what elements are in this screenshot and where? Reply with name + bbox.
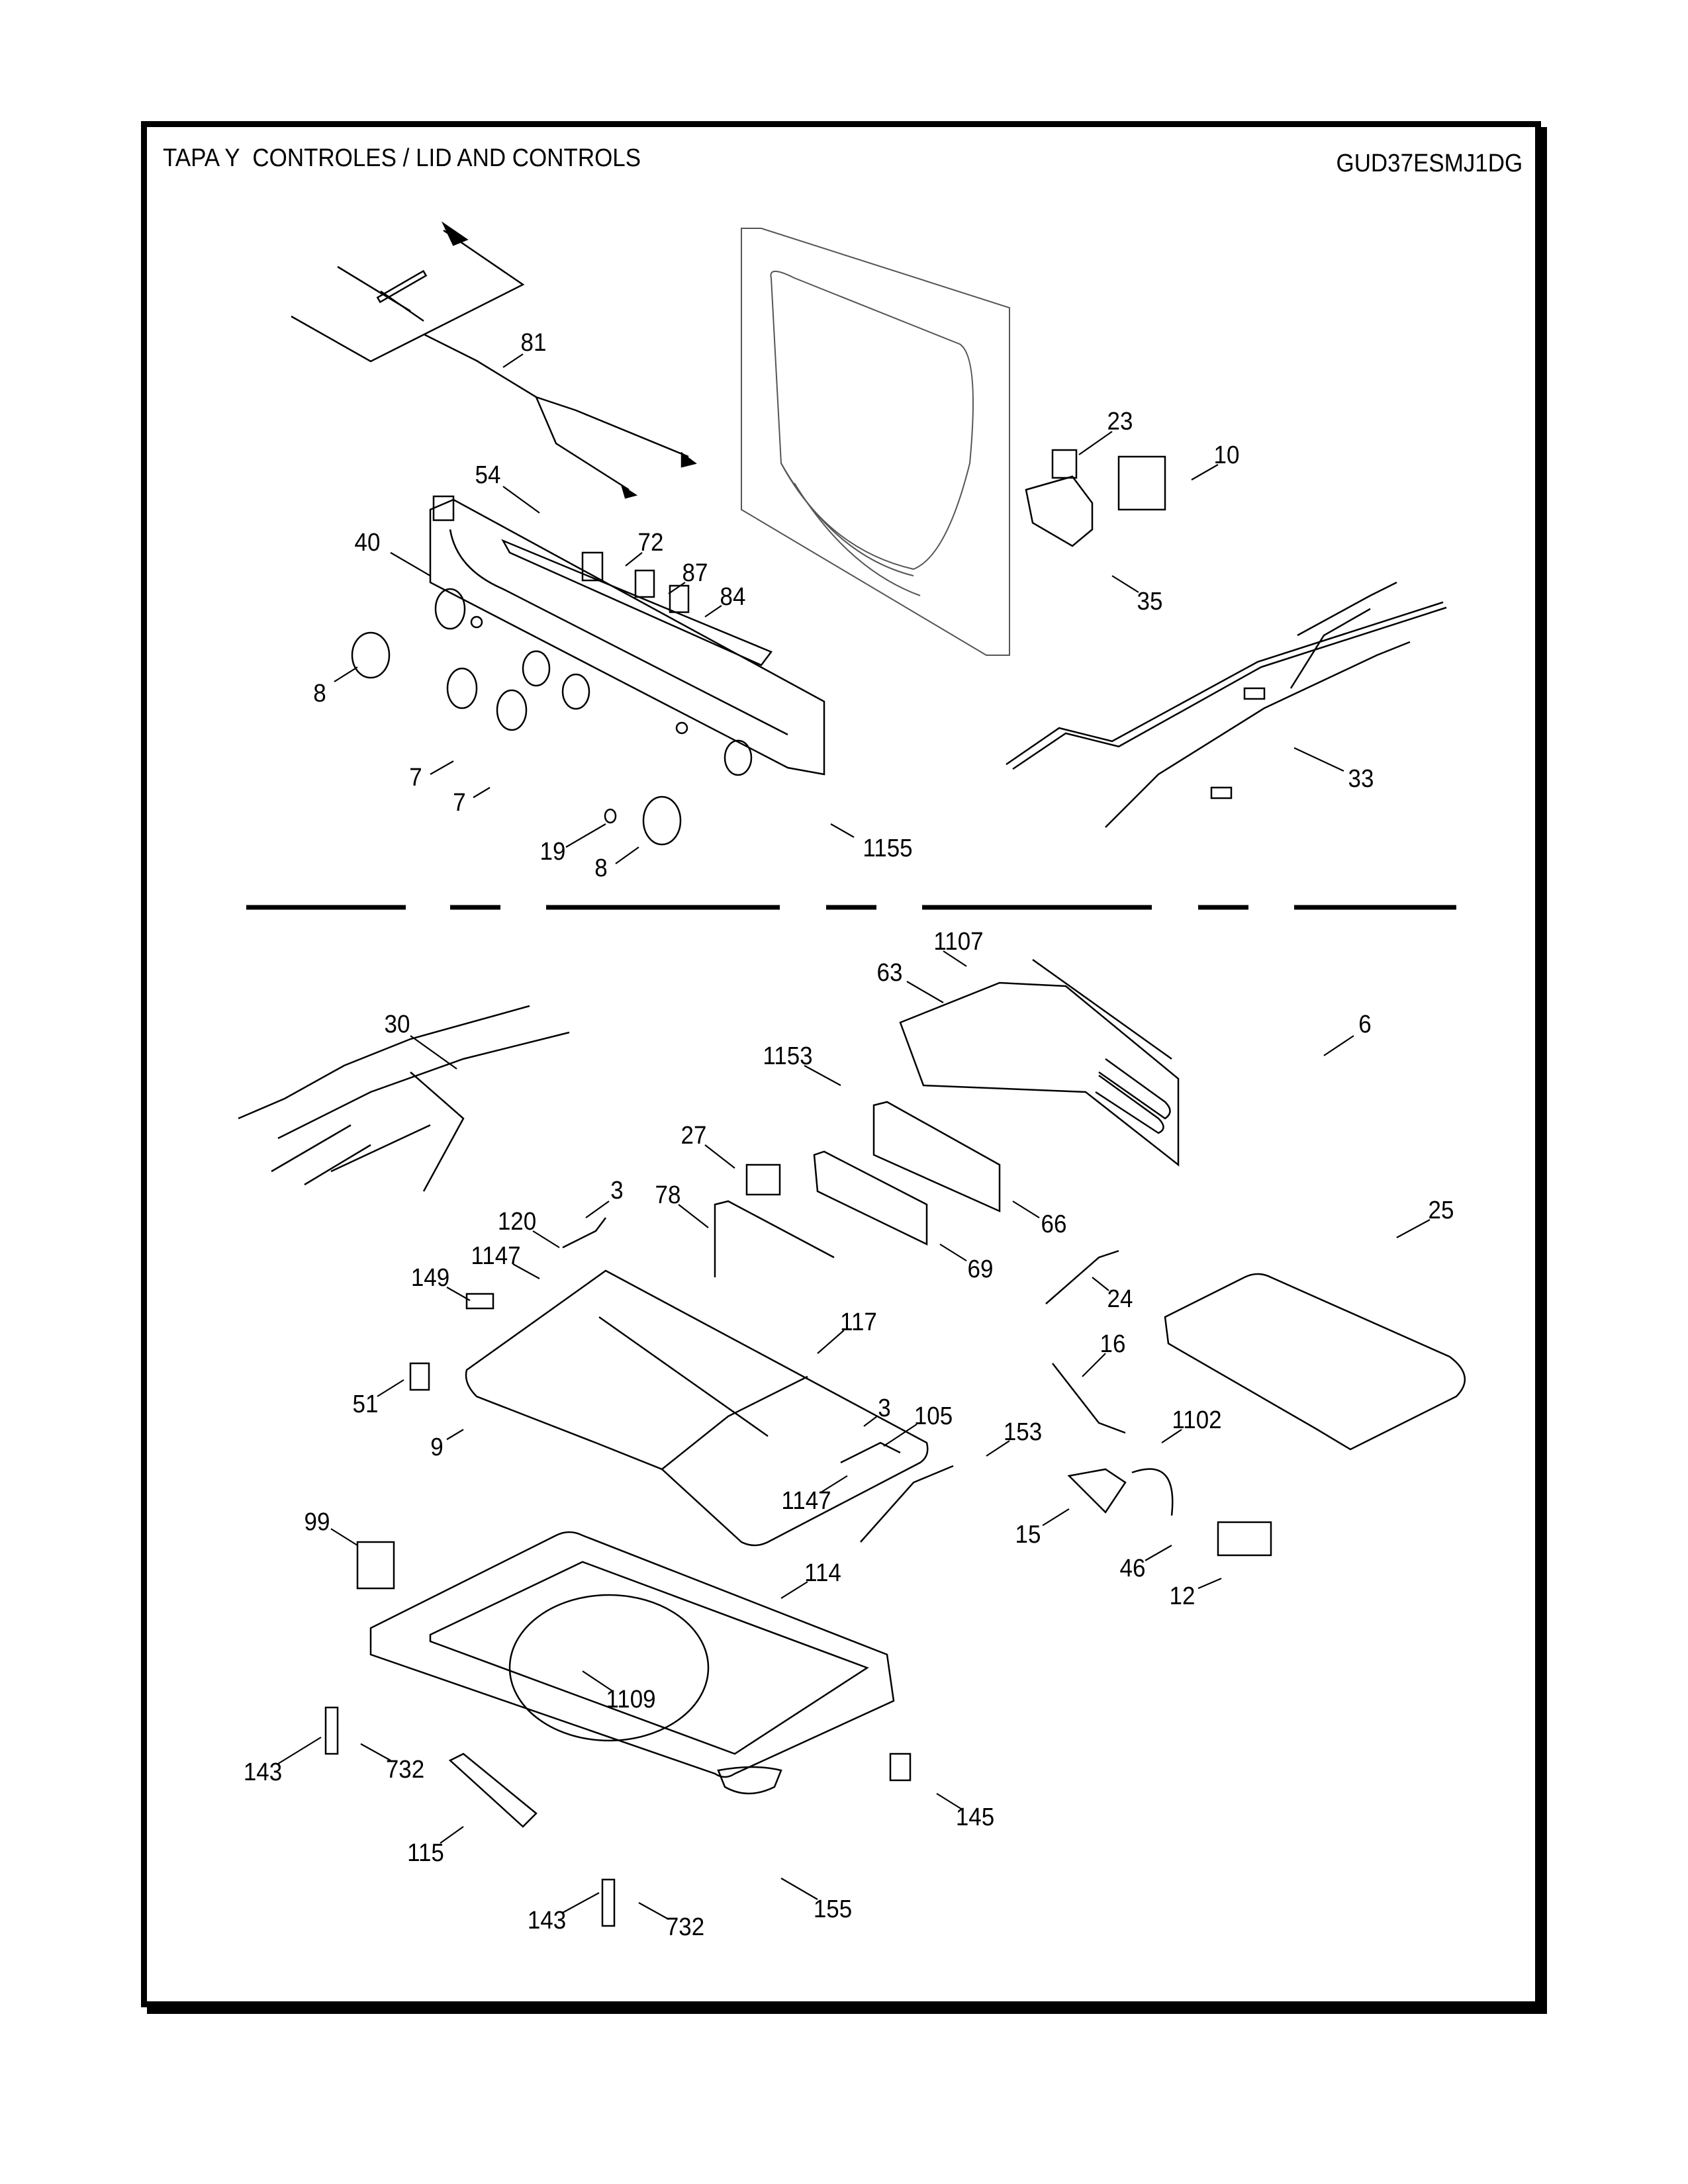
callout-66[interactable]: 66 bbox=[1041, 1210, 1067, 1238]
hinge-143b bbox=[601, 1878, 616, 1927]
model-number: GUD37ESMJ1DG bbox=[1336, 150, 1523, 177]
switch-23 bbox=[1051, 449, 1078, 479]
pressure-switch-27 bbox=[745, 1163, 781, 1196]
callout-10[interactable]: 10 bbox=[1213, 441, 1240, 469]
callout-27[interactable]: 27 bbox=[680, 1122, 707, 1150]
callout-35[interactable]: 35 bbox=[1137, 588, 1163, 615]
cap-155 bbox=[717, 1766, 782, 1795]
callout-145[interactable]: 145 bbox=[955, 1803, 995, 1831]
callout-78[interactable]: 78 bbox=[655, 1181, 681, 1209]
hinge-143a bbox=[324, 1706, 339, 1755]
callout-12[interactable]: 12 bbox=[1169, 1582, 1196, 1610]
callout-16[interactable]: 16 bbox=[1100, 1330, 1126, 1358]
knob-7-a bbox=[446, 667, 478, 709]
callout-1147[interactable]: 1147 bbox=[781, 1487, 831, 1515]
callout-1109[interactable]: 1109 bbox=[606, 1686, 656, 1713]
spring-153 bbox=[860, 1465, 954, 1543]
wire-24 bbox=[1045, 1250, 1119, 1304]
timer-10 bbox=[1117, 455, 1166, 511]
callout-8[interactable]: 8 bbox=[594, 854, 608, 882]
wire-harness-33 bbox=[1006, 581, 1447, 828]
top-cover-114 bbox=[369, 1531, 895, 1778]
control-panel-40 bbox=[429, 498, 825, 776]
diagram-frame bbox=[141, 121, 1541, 2007]
callout-1147[interactable]: 1147 bbox=[471, 1242, 521, 1270]
callout-81[interactable]: 81 bbox=[520, 329, 547, 357]
callout-9[interactable]: 9 bbox=[430, 1433, 444, 1461]
callout-8[interactable]: 8 bbox=[313, 680, 326, 707]
callout-46[interactable]: 46 bbox=[1119, 1555, 1146, 1582]
callout-1102[interactable]: 1102 bbox=[1172, 1406, 1222, 1434]
callout-120[interactable]: 120 bbox=[497, 1208, 537, 1236]
knob-7-b bbox=[496, 689, 528, 731]
callout-7[interactable]: 7 bbox=[453, 789, 466, 817]
switch-72 bbox=[581, 551, 604, 582]
callout-87[interactable]: 87 bbox=[682, 559, 708, 587]
control-box-63 bbox=[899, 981, 1180, 1167]
callout-72[interactable]: 72 bbox=[637, 529, 664, 557]
callout-732[interactable]: 732 bbox=[665, 1913, 705, 1941]
switch-84 bbox=[669, 584, 690, 614]
button-19 bbox=[604, 808, 617, 824]
callout-117[interactable]: 117 bbox=[840, 1308, 877, 1336]
callout-19[interactable]: 19 bbox=[539, 838, 566, 866]
dispenser-25 bbox=[1164, 1273, 1466, 1451]
diagram-title: TAPA Y CONTROLES / LID AND CONTROLS bbox=[163, 144, 641, 172]
hinge-pin-120 bbox=[562, 1217, 606, 1249]
switch-54 bbox=[432, 495, 455, 522]
callout-23[interactable]: 23 bbox=[1107, 408, 1133, 435]
callout-15[interactable]: 15 bbox=[1015, 1521, 1041, 1549]
callout-33[interactable]: 33 bbox=[1348, 765, 1374, 793]
callout-7[interactable]: 7 bbox=[409, 764, 422, 792]
callout-25[interactable]: 25 bbox=[1428, 1197, 1454, 1224]
heater-6 bbox=[1032, 958, 1172, 1134]
board-bracket-66 bbox=[872, 1101, 1001, 1212]
frame-shadow-bottom bbox=[147, 2007, 1547, 2014]
knob-8-bottom bbox=[642, 796, 682, 846]
water-valve-12 bbox=[1217, 1521, 1272, 1557]
callout-732[interactable]: 732 bbox=[385, 1756, 425, 1784]
callout-1153[interactable]: 1153 bbox=[763, 1042, 813, 1070]
callout-63[interactable]: 63 bbox=[876, 959, 903, 987]
callout-115[interactable]: 115 bbox=[407, 1839, 444, 1867]
hinge-bracket-145 bbox=[889, 1752, 912, 1782]
knob-8-top bbox=[351, 631, 391, 679]
callout-114[interactable]: 114 bbox=[804, 1559, 841, 1587]
callout-6[interactable]: 6 bbox=[1358, 1011, 1372, 1038]
callout-3[interactable]: 3 bbox=[878, 1394, 891, 1422]
callout-30[interactable]: 30 bbox=[384, 1011, 410, 1038]
cable-78 bbox=[714, 1200, 835, 1277]
callout-54[interactable]: 54 bbox=[475, 461, 501, 489]
filter-115 bbox=[448, 1752, 538, 1828]
bracket-35 bbox=[1025, 475, 1094, 547]
callout-3[interactable]: 3 bbox=[610, 1177, 624, 1205]
callout-24[interactable]: 24 bbox=[1107, 1285, 1133, 1313]
callout-1155[interactable]: 1155 bbox=[863, 835, 913, 862]
back-panel bbox=[741, 228, 1010, 656]
callout-84[interactable]: 84 bbox=[720, 583, 746, 611]
leader-lines bbox=[277, 353, 1430, 1920]
wire-harness-30 bbox=[238, 1005, 570, 1192]
wire-harness-81 bbox=[291, 221, 697, 499]
hinge-rod-105 bbox=[840, 1441, 901, 1464]
callout-143[interactable]: 143 bbox=[243, 1758, 283, 1786]
callout-69[interactable]: 69 bbox=[967, 1255, 994, 1283]
callout-40[interactable]: 40 bbox=[354, 529, 381, 557]
control-board-69 bbox=[813, 1150, 928, 1246]
callout-51[interactable]: 51 bbox=[352, 1390, 379, 1418]
callout-153[interactable]: 153 bbox=[1003, 1418, 1043, 1446]
bumper-149 bbox=[465, 1293, 494, 1310]
switch-87 bbox=[634, 569, 655, 598]
frame-shadow-right bbox=[1541, 127, 1547, 2014]
callout-99[interactable]: 99 bbox=[304, 1508, 330, 1536]
ground-wire-16 bbox=[1052, 1363, 1126, 1434]
clip-51 bbox=[409, 1362, 430, 1391]
callout-143[interactable]: 143 bbox=[527, 1907, 567, 1934]
lid-lock-99 bbox=[356, 1541, 395, 1590]
callout-155[interactable]: 155 bbox=[813, 1895, 853, 1923]
callout-149[interactable]: 149 bbox=[410, 1264, 450, 1292]
callout-1107[interactable]: 1107 bbox=[933, 928, 984, 956]
callout-105[interactable]: 105 bbox=[914, 1402, 953, 1430]
nozzle-bracket-15 bbox=[1067, 1468, 1127, 1514]
